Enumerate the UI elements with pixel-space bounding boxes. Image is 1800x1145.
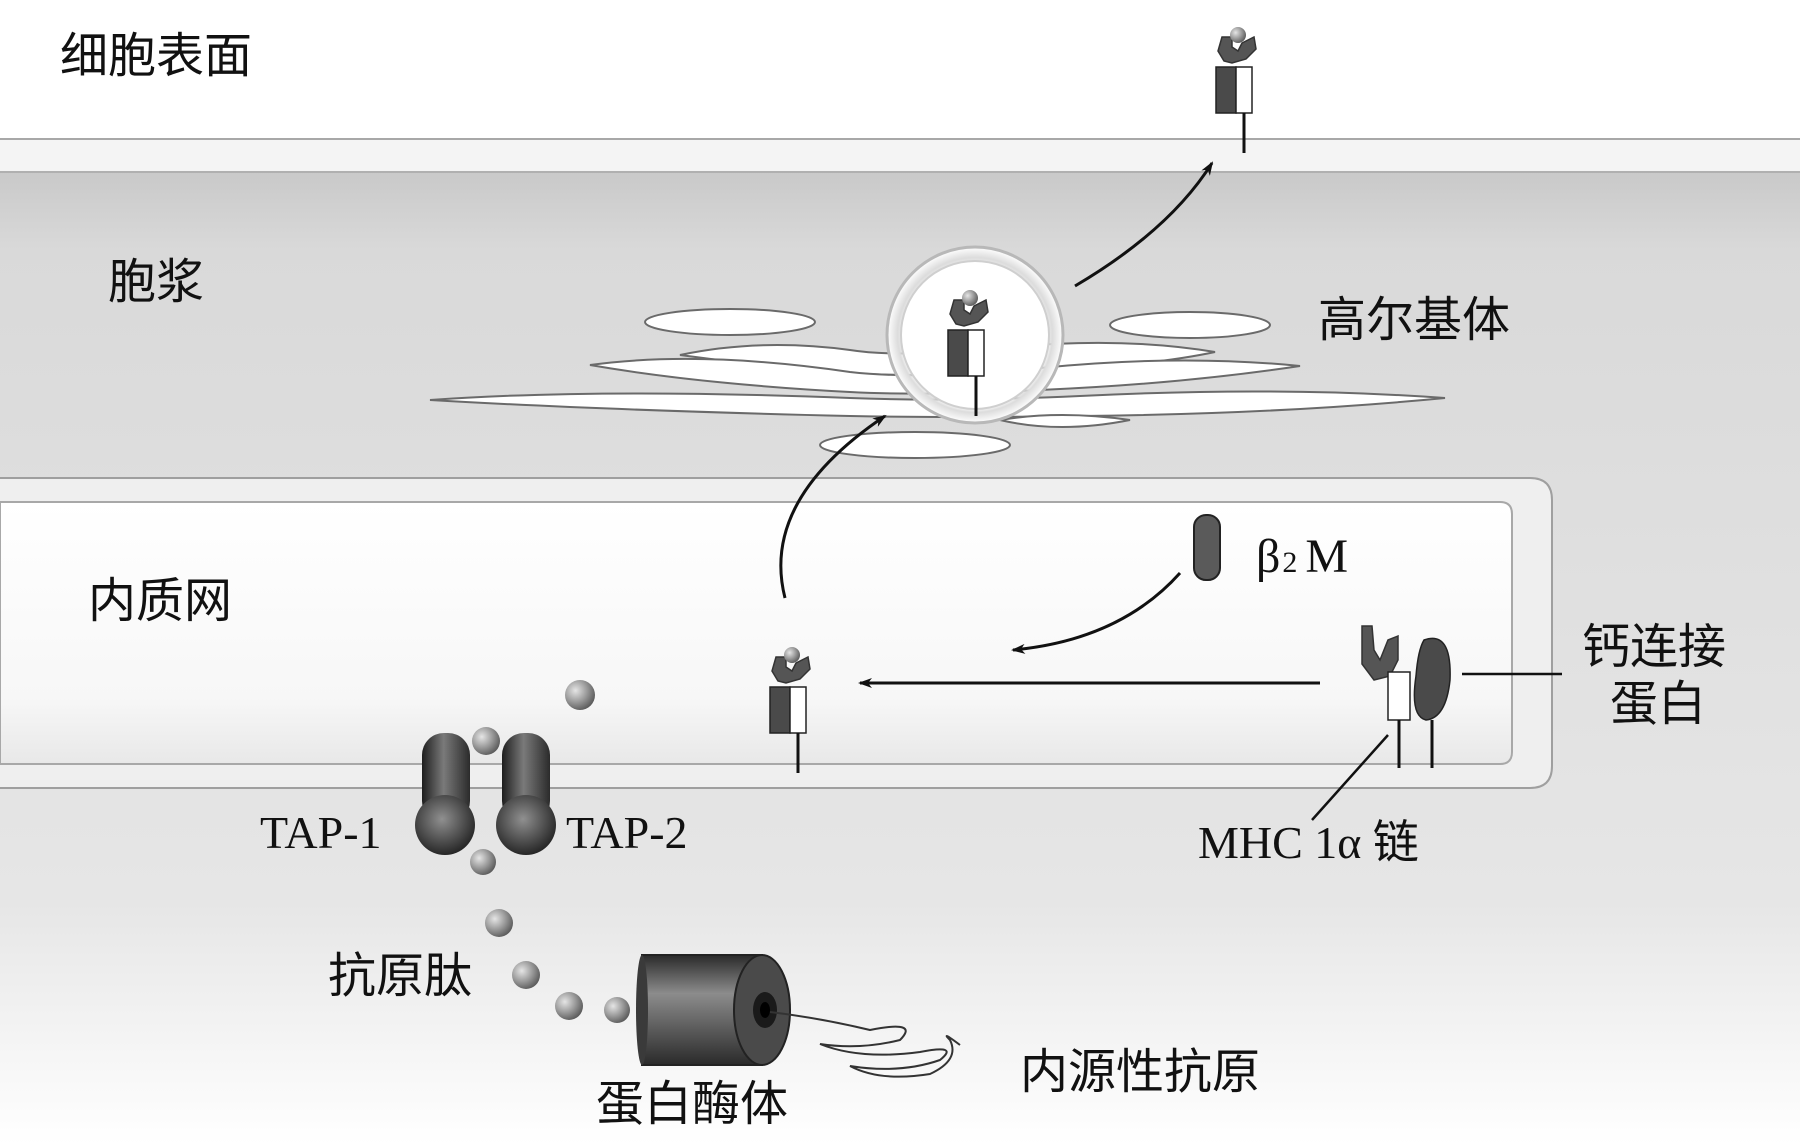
flow-arrows [779,161,1320,688]
tap2-label: TAP-2 [566,807,688,858]
antigen-peptide-label: 抗原肽 [328,948,472,1004]
peptide-ball [555,992,583,1020]
alpha-chain-leader [1311,734,1389,821]
peptide-ball [565,680,595,710]
plasma-membrane-band [0,140,1800,171]
proteasome [636,954,791,1066]
peptide-ball [512,961,540,989]
arrow-beta2m-to-mhc [1011,571,1182,654]
mhc-alpha-calnexin-complex [1361,625,1451,768]
calnexin-shape [1413,637,1451,721]
er-lumen [0,501,1513,765]
peptide-ball [485,909,513,937]
arrow-er-to-golgi [779,414,887,599]
tap-2 [496,733,556,855]
beta2m-capsule [1193,514,1221,581]
golgi-label: 高尔基体 [1318,292,1510,348]
er-label: 内质网 [88,573,232,629]
endogenous-antigen-label: 内源性抗原 [1020,1044,1260,1100]
tap-1 [415,733,475,855]
proteasome-label: 蛋白酶体 [596,1076,788,1132]
arrow-golgi-to-surface [1074,161,1214,288]
endogenous-antigen-strand [769,1011,961,1078]
calnexin-label-line1: 钙连接 [1582,619,1726,675]
peptide-ball [604,997,630,1023]
tap1-label: TAP-1 [260,807,382,858]
peptide-ball [472,727,500,755]
cell-surface-label: 细胞表面 [60,28,252,84]
cell-surface-region [0,0,1800,138]
mhc-alpha-chain-label: MHC 1α 链 [1198,817,1419,868]
peptide-ball [470,849,496,875]
cytoplasm-label: 胞浆 [108,254,204,310]
calnexin-label-line2: 蛋白 [1610,676,1706,732]
peptides [470,680,630,1023]
